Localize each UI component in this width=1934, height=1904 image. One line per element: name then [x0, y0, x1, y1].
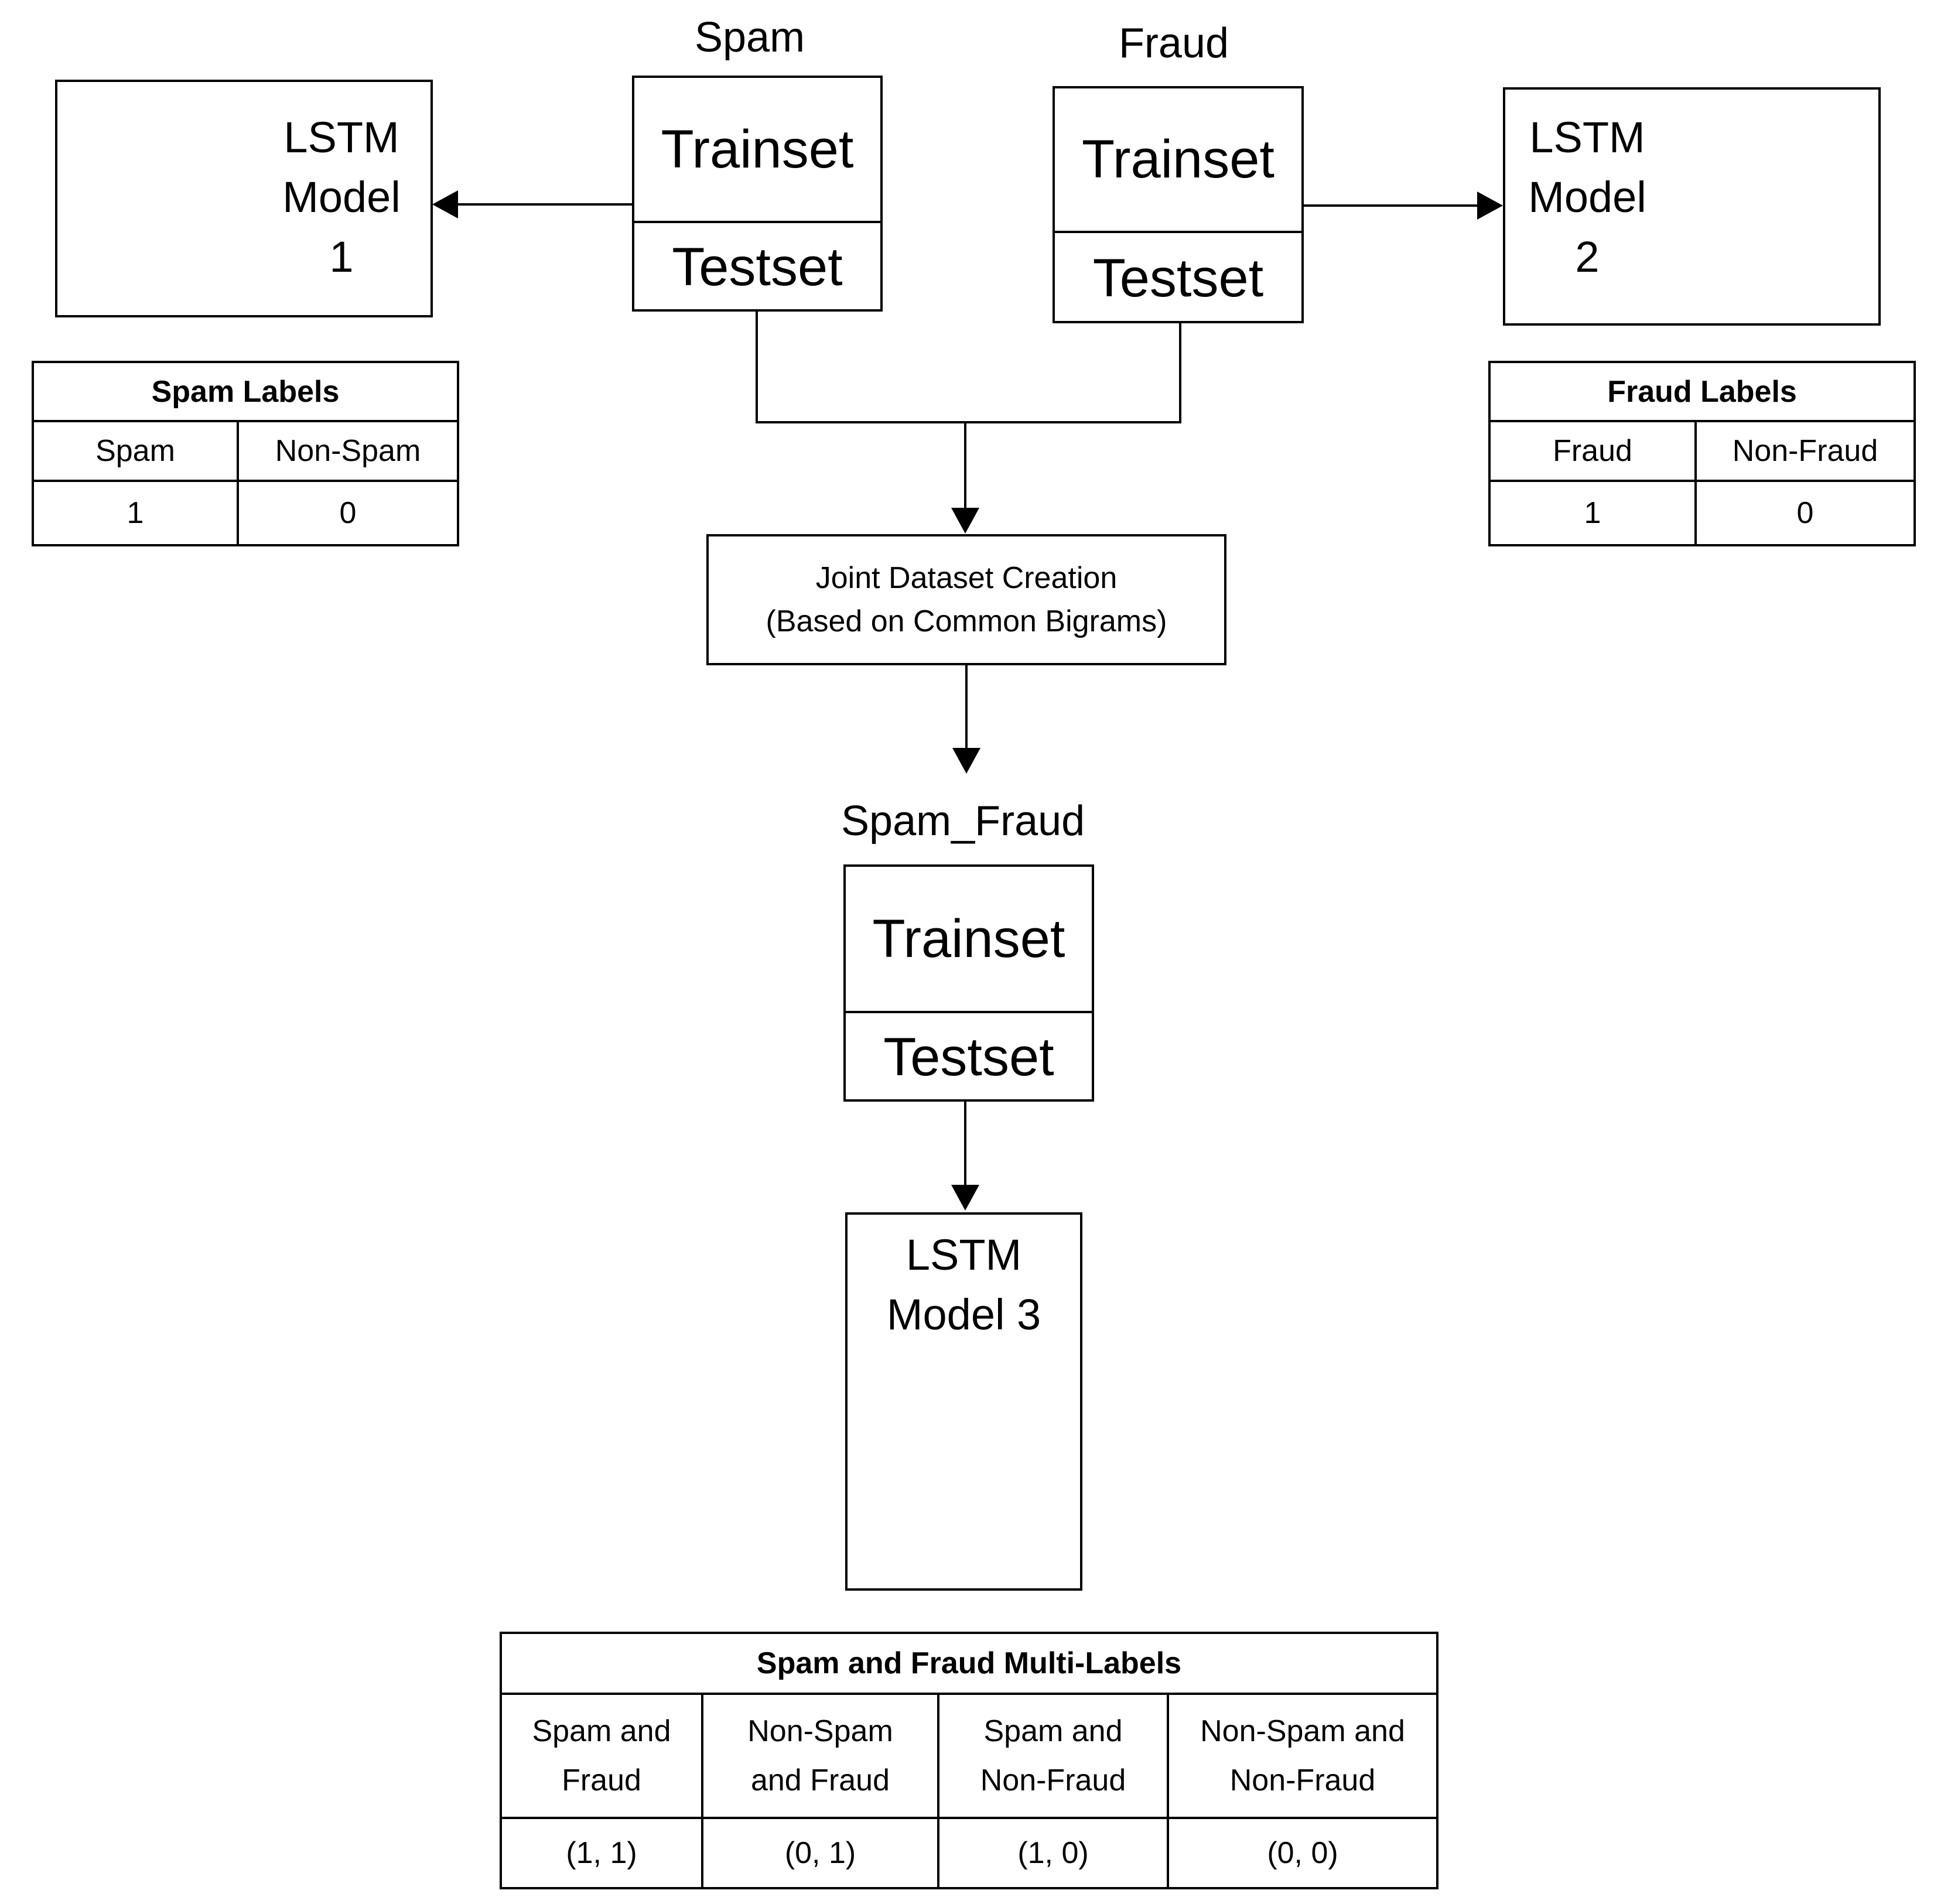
joint-dataset-line2: (Based on Common Bigrams)	[766, 604, 1167, 638]
multi-labels-header-non-spam-fraud: Non-Spam and Fraud	[701, 1693, 939, 1819]
lstm-model1-label: LSTM Model 1	[259, 108, 423, 287]
spam-testset: Testset	[672, 237, 843, 297]
spam-labels-value-spam: 1	[32, 480, 239, 546]
model3-line2: Model 3	[886, 1290, 1041, 1339]
fraud-trainset: Trainset	[1082, 129, 1274, 189]
model2-line2: Model	[1528, 173, 1646, 221]
spam-fraud-testset: Testset	[883, 1027, 1054, 1087]
fraud-labels-header-fraud: Fraud	[1488, 420, 1697, 482]
spam-fraud-dataset-box: Trainset Testset	[843, 864, 1094, 1102]
model2-line1: LSTM	[1529, 113, 1645, 162]
spam-labels-title: Spam Labels	[31, 361, 460, 422]
lstm-model3-box	[845, 1212, 1082, 1591]
fraud-labels-value-non-fraud: 0	[1694, 480, 1916, 546]
lstm-model3-label: LSTM Model 3	[845, 1225, 1082, 1345]
fraud-testset: Testset	[1092, 248, 1264, 308]
joint-dataset-line1: Joint Dataset Creation	[815, 561, 1118, 595]
multi-labels-value-spam-non-fraud: (1, 0)	[937, 1817, 1169, 1889]
spam-fraud-dataset-title: Spam_Fraud	[841, 798, 1085, 845]
multi-labels-header-spam-non-fraud: Spam and Non-Fraud	[937, 1693, 1169, 1819]
multi-labels-title: Spam and Fraud Multi-Labels	[500, 1632, 1438, 1695]
multi-labels-value-spam-fraud: (1, 1)	[500, 1817, 703, 1889]
connector-fraud-testset	[965, 323, 1181, 423]
spam-labels-value-non-spam: 0	[236, 480, 460, 546]
multi-labels-value-non-spam-non-fraud: (0, 0)	[1167, 1817, 1438, 1889]
model1-line3: 1	[329, 233, 354, 281]
spam-labels-header-spam: Spam	[32, 420, 239, 482]
fraud-labels-title: Fraud Labels	[1488, 361, 1916, 422]
model1-line2: Model	[282, 173, 401, 221]
connector-spam-testset	[756, 312, 965, 423]
spam-trainset: Trainset	[661, 119, 854, 179]
model2-line3: 2	[1575, 233, 1600, 281]
spam-dataset-title: Spam	[694, 14, 805, 61]
fraud-dataset-title: Fraud	[1118, 20, 1229, 67]
spam-dataset-divider	[634, 221, 880, 223]
spam-fraud-multi-labels-table: Spam and Fraud Multi-Labels Spam and Fra…	[500, 1632, 1438, 1889]
multi-labels-value-non-spam-fraud: (0, 1)	[701, 1817, 939, 1889]
spam-labels-header-non-spam: Non-Spam	[236, 420, 460, 482]
fraud-labels-header-non-fraud: Non-Fraud	[1694, 420, 1916, 482]
lstm-model2-label: LSTM Model 2	[1505, 108, 1669, 287]
fraud-labels-value-fraud: 1	[1488, 480, 1697, 546]
spam-labels-table: Spam Labels Spam Non-Spam 1 0	[31, 361, 460, 546]
joint-dataset-creation-box: Joint Dataset Creation (Based on Common …	[706, 534, 1226, 665]
spam-fraud-dataset-divider	[846, 1011, 1092, 1013]
lstm-model2-box	[1503, 87, 1881, 326]
multi-labels-header-non-spam-non-fraud: Non-Spam and Non-Fraud	[1167, 1693, 1438, 1819]
multi-labels-header-spam-fraud: Spam and Fraud	[500, 1693, 703, 1819]
model3-line1: LSTM	[906, 1230, 1022, 1279]
fraud-dataset-divider	[1055, 231, 1301, 233]
model1-line1: LSTM	[283, 113, 399, 162]
fraud-dataset-box: Trainset Testset	[1053, 86, 1304, 323]
lstm-model1-box	[55, 80, 433, 317]
spam-dataset-box: Trainset Testset	[632, 76, 883, 312]
fraud-labels-table: Fraud Labels Fraud Non-Fraud 1 0	[1488, 361, 1916, 546]
spam-fraud-trainset: Trainset	[872, 908, 1065, 969]
